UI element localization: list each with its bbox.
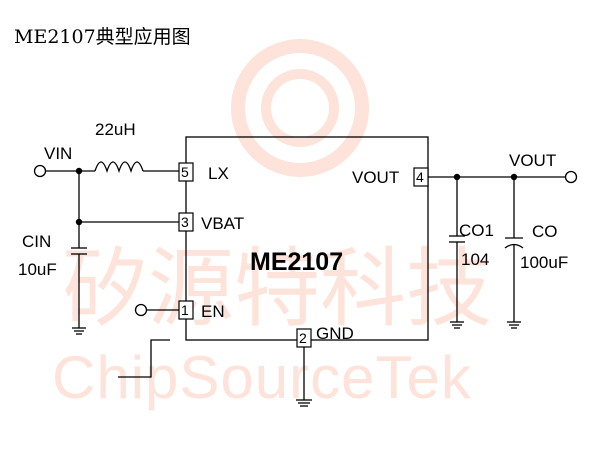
inductor-symbol <box>94 161 144 174</box>
junction-vin <box>75 167 83 175</box>
vout-terminal <box>564 170 578 184</box>
cin-name: CIN <box>22 232 51 251</box>
watermark-logo-ring <box>231 39 369 177</box>
pin-label-gnd: GND <box>316 324 354 343</box>
vin-terminal <box>33 164 47 178</box>
pin-label-lx: LX <box>208 164 229 183</box>
pin-number-vbat: 3 <box>181 214 189 230</box>
diagram-title: ME2107典型应用图 <box>14 26 191 48</box>
pin-number-gnd: 2 <box>299 330 307 346</box>
pin-number-en: 1 <box>181 302 189 318</box>
watermark-en: ChipSourceTek <box>52 344 472 411</box>
inductor-label: 22uH <box>95 120 136 139</box>
co1-name: CO1 <box>459 221 494 240</box>
chip-name: ME2107 <box>250 248 343 276</box>
pin-box-en <box>178 300 194 320</box>
junction-co <box>510 173 518 181</box>
co-value: 100uF <box>520 253 568 272</box>
stray-line <box>118 339 170 378</box>
en-terminal <box>134 303 148 317</box>
watermark-cn: 矽源特科技 <box>62 239 492 339</box>
pin-label-vbat: VBAT <box>201 214 244 233</box>
cin-value: 10uF <box>18 260 57 279</box>
pin-box-lx <box>178 162 194 182</box>
pin-box-gnd <box>296 328 312 348</box>
vout-label: VOUT <box>509 151 556 170</box>
pin-number-lx: 5 <box>181 164 189 180</box>
co-plate-bottom <box>504 243 524 249</box>
junction-co1 <box>453 173 461 181</box>
watermark: 矽源特科技 ChipSourceTek <box>52 39 492 411</box>
co1-value: 104 <box>461 250 489 269</box>
watermark-logo-inner <box>261 69 339 147</box>
pin-label-en: EN <box>201 302 225 321</box>
pin-box-vout <box>413 167 429 187</box>
pin-number-vout: 4 <box>416 169 424 185</box>
pin-label-vout: VOUT <box>352 168 399 187</box>
co-name: CO <box>532 222 558 241</box>
junction-vbat <box>75 218 83 226</box>
vin-label: VIN <box>44 144 72 163</box>
pin-box-vbat <box>178 212 194 232</box>
